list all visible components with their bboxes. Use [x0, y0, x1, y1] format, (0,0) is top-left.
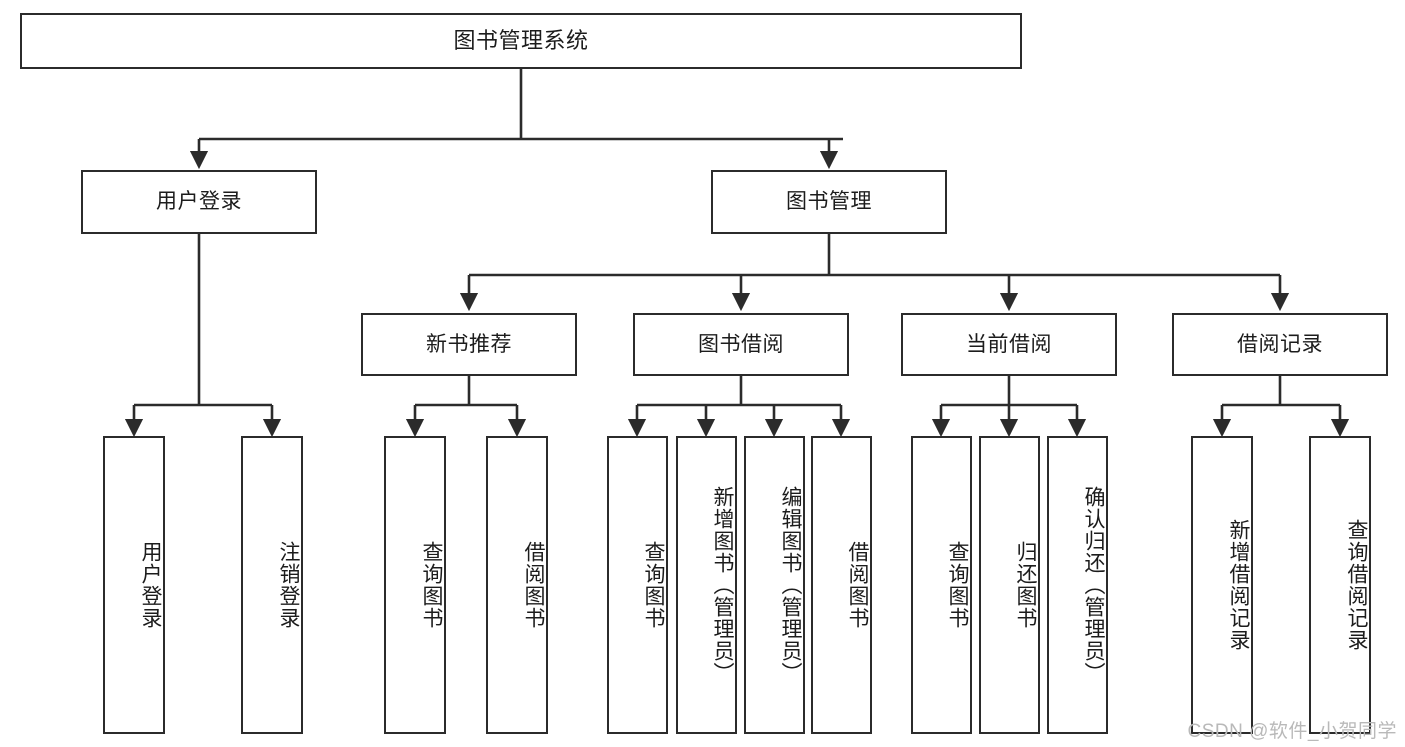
- node-new-book-rec[interactable]: 新书推荐: [361, 313, 577, 376]
- node-label: 图书管理系统: [453, 27, 589, 53]
- node-leaf-confirm-return[interactable]: 确认归还（管理员）: [1047, 436, 1108, 734]
- node-label: 注销登录: [277, 541, 300, 629]
- node-leaf-query-book-2[interactable]: 查询图书: [607, 436, 668, 734]
- node-book-manage[interactable]: 图书管理: [711, 170, 947, 234]
- node-label: 新书推荐: [426, 332, 512, 356]
- watermark-text: CSDN @软件_小贺同学: [1187, 721, 1397, 742]
- node-label: 确认归还（管理员）: [1082, 486, 1105, 684]
- node-leaf-return-book[interactable]: 归还图书: [979, 436, 1040, 734]
- node-label: 图书借阅: [698, 332, 784, 356]
- node-leaf-borrow-book-2[interactable]: 借阅图书: [811, 436, 872, 734]
- node-label: 查询图书: [642, 541, 665, 629]
- node-label: 归还图书: [1014, 541, 1037, 629]
- node-borrow-record[interactable]: 借阅记录: [1172, 313, 1388, 376]
- node-label: 借阅图书: [846, 541, 869, 629]
- node-leaf-query-book-1[interactable]: 查询图书: [384, 436, 446, 734]
- node-user-login[interactable]: 用户登录: [81, 170, 317, 234]
- node-label: 新增图书（管理员）: [711, 486, 734, 684]
- node-leaf-query-record[interactable]: 查询借阅记录: [1309, 436, 1371, 734]
- node-book-borrow[interactable]: 图书借阅: [633, 313, 849, 376]
- node-leaf-logout[interactable]: 注销登录: [241, 436, 303, 734]
- node-label: 查询图书: [420, 541, 443, 629]
- node-leaf-edit-book[interactable]: 编辑图书（管理员）: [744, 436, 805, 734]
- node-leaf-borrow-book-1[interactable]: 借阅图书: [486, 436, 548, 734]
- node-leaf-add-record[interactable]: 新增借阅记录: [1191, 436, 1253, 734]
- node-label: 当前借阅: [966, 332, 1052, 356]
- node-label: 编辑图书（管理员）: [779, 486, 802, 684]
- node-label: 借阅图书: [522, 541, 545, 629]
- node-leaf-query-book-3[interactable]: 查询图书: [911, 436, 972, 734]
- node-label: 新增借阅记录: [1227, 519, 1250, 651]
- node-leaf-add-book[interactable]: 新增图书（管理员）: [676, 436, 737, 734]
- node-leaf-user-login[interactable]: 用户登录: [103, 436, 165, 734]
- node-label: 用户登录: [139, 541, 162, 629]
- node-label: 查询图书: [946, 541, 969, 629]
- node-label: 查询借阅记录: [1345, 519, 1368, 651]
- node-label: 借阅记录: [1237, 332, 1323, 356]
- node-root-system[interactable]: 图书管理系统: [20, 13, 1022, 69]
- node-label: 用户登录: [156, 190, 242, 214]
- node-label: 图书管理: [786, 190, 872, 214]
- node-current-borrow[interactable]: 当前借阅: [901, 313, 1117, 376]
